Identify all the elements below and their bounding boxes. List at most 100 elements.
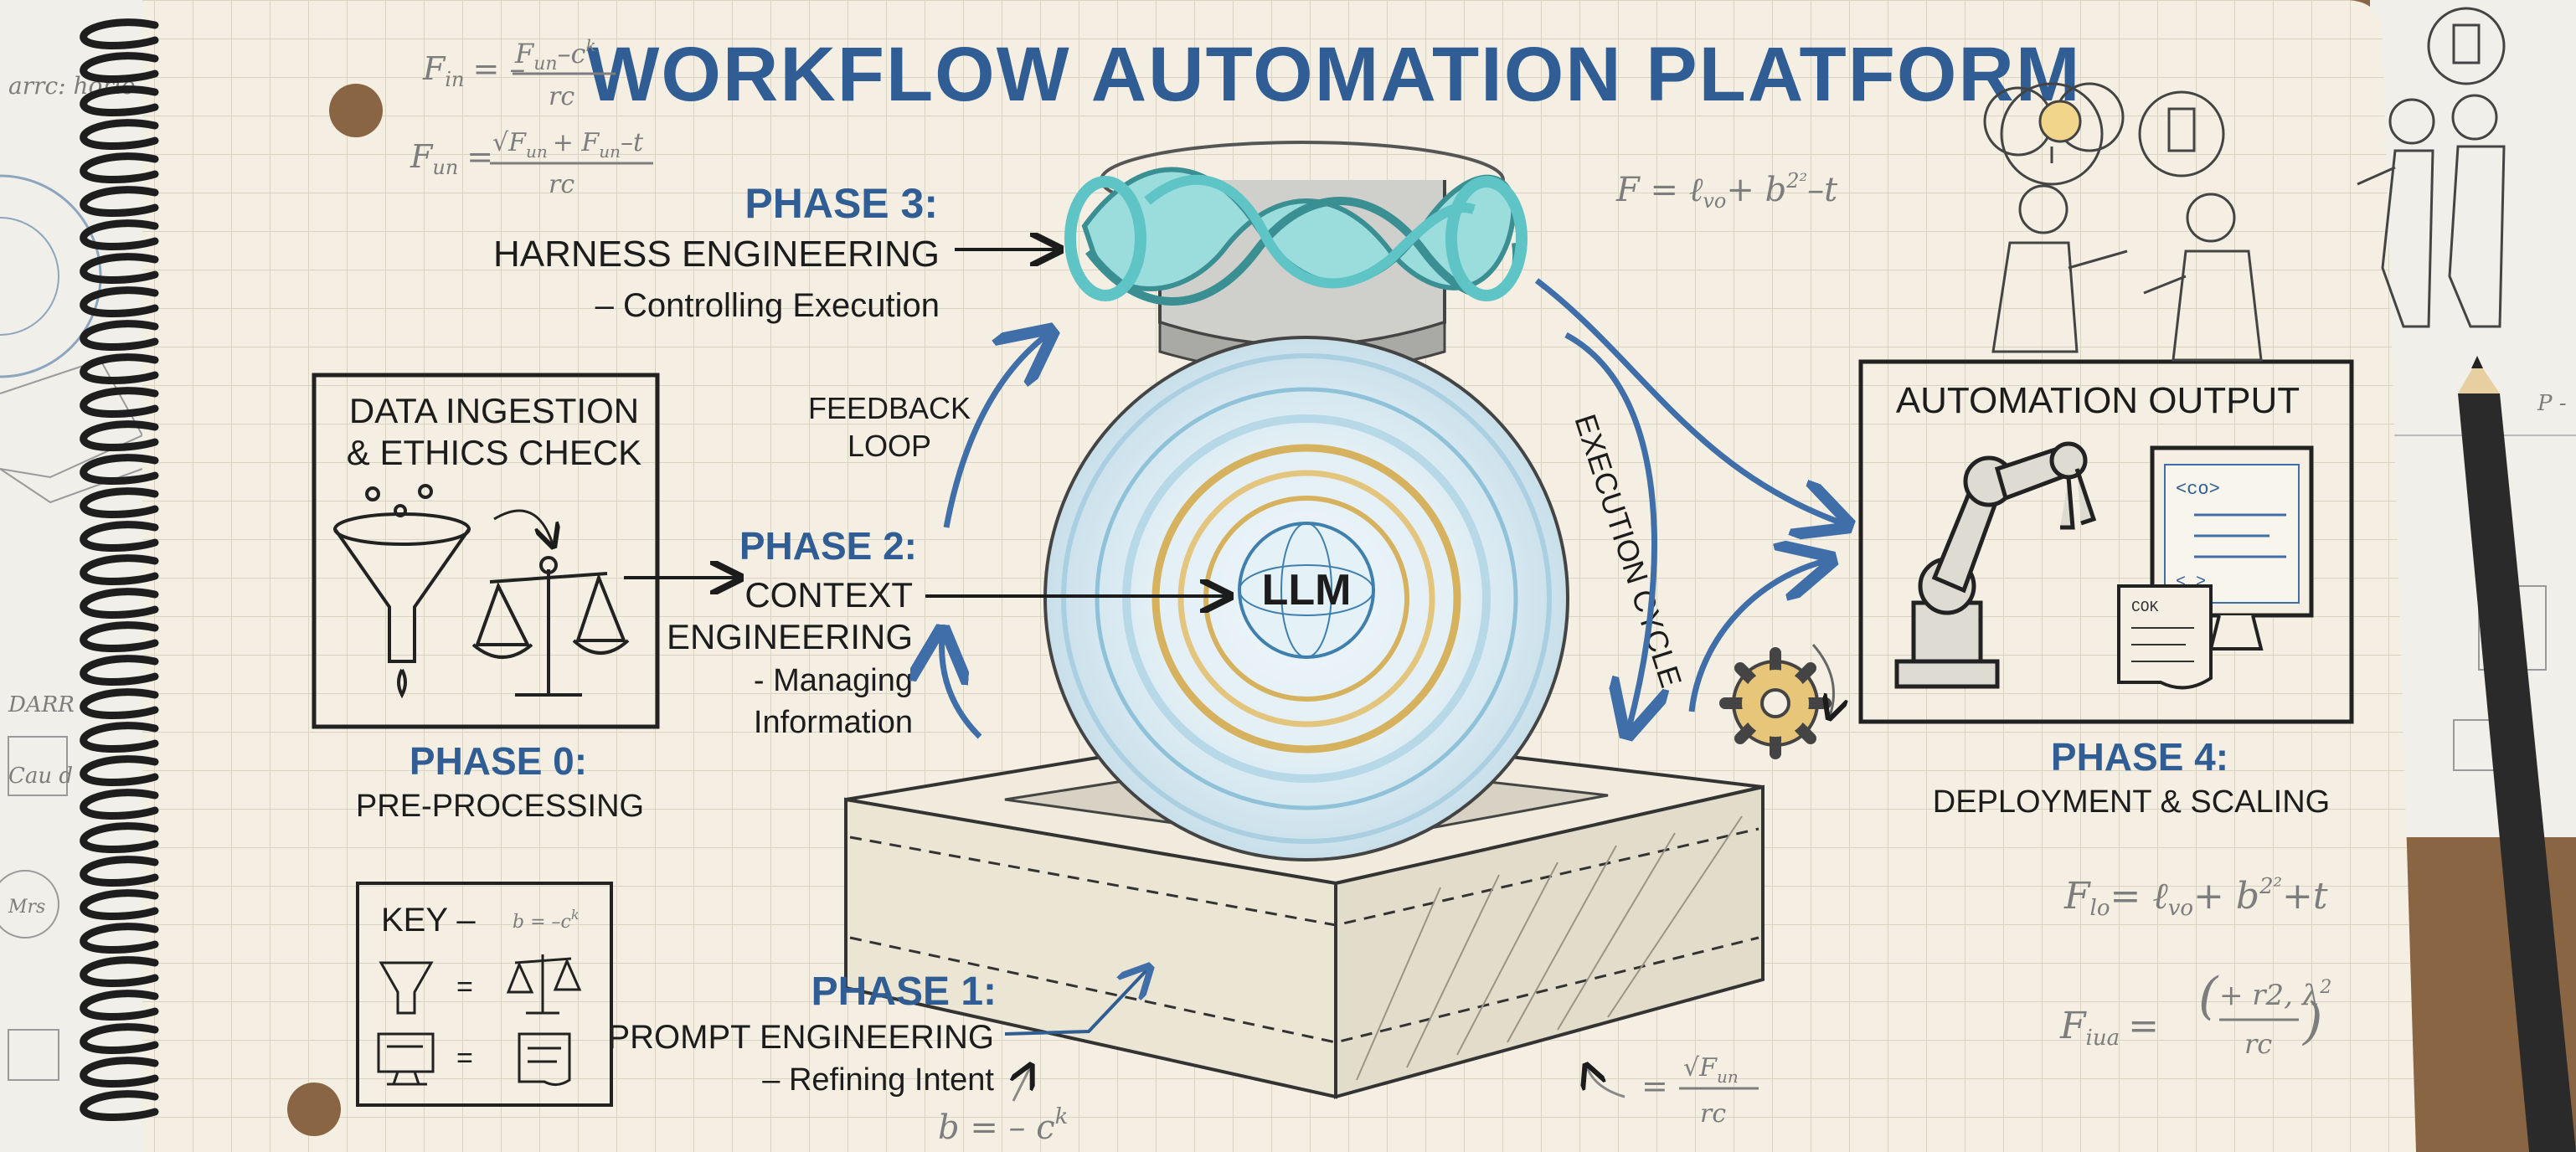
spiral-coil [80, 420, 159, 451]
phase1-line1: PROMPT ENGINEERING [607, 1019, 994, 1056]
svg-text:rc: rc [2244, 1028, 2272, 1060]
spiral-coil [80, 856, 159, 887]
phase2-line3: - Managing [754, 663, 913, 698]
feedback-line2: LOOP [848, 429, 931, 463]
svg-text:b = – ck: b = – ck [938, 1104, 1068, 1147]
punch-hole-bottom [287, 1083, 341, 1136]
spiral-coil [80, 152, 159, 183]
robot-arm-icon [1894, 441, 2097, 689]
spiral-coil [80, 186, 159, 217]
spiral-coil [80, 487, 159, 518]
spiral-coil [80, 554, 159, 585]
execution-arrow-down [1564, 332, 1654, 728]
phase0-label: PHASE 0: [410, 739, 587, 783]
feedback-arrow-loop [942, 636, 982, 739]
spiral-coil [80, 219, 159, 250]
svg-text:=: = [1641, 1067, 1668, 1104]
phase0-box-title-2: & ETHICS CHECK [347, 433, 641, 472]
key-eq-1: = [456, 971, 473, 1003]
spiral-coil [80, 722, 159, 753]
formula-top-left: Fin= – Fun–ck rc [422, 35, 616, 111]
spiral-coil [80, 789, 159, 820]
phase0-box-title-1: DATA INGESTION [349, 391, 639, 430]
spiral-binding [80, 18, 159, 1121]
formula-bottom-right-1: Flo= ℓvo+ b2²+t [2063, 874, 2328, 921]
spiral-coil [80, 688, 159, 719]
svg-text:+ r2, λ2: + r2, λ2 [2219, 977, 2331, 1012]
svg-text:√Fun+ Fun–t: √Fun+ Fun–t [492, 128, 644, 162]
phase4-label: PHASE 4: [2051, 735, 2228, 779]
scrap-text-3: Cau d [8, 764, 73, 789]
svg-text:): ) [2301, 992, 2322, 1051]
spiral-coil [80, 990, 159, 1021]
key-funnel-icon [379, 961, 434, 1015]
svg-text:Flo= ℓvo+ b2²+t: Flo= ℓvo+ b2²+t [2063, 874, 2328, 921]
spiral-coil [80, 1023, 159, 1054]
phase1-line2: – Refining Intent [762, 1062, 994, 1098]
monitor-icon: <co> < > [2150, 445, 2314, 651]
scrap-text-4: Mrs [8, 897, 45, 918]
key-monitor-icon [377, 1032, 435, 1086]
spiral-coil [80, 1057, 159, 1088]
formula-top-center: F = ℓvo+ b2²–t [1615, 169, 1838, 213]
spiral-coil [80, 353, 159, 384]
feedback-line1: FEEDBACK [808, 391, 971, 425]
page-title: WORKFLOW AUTOMATION PLATFORM [587, 32, 2082, 117]
spiral-coil [80, 1090, 159, 1121]
formula-bottom-left: b = – ck [938, 1067, 1068, 1147]
spiral-coil [80, 521, 159, 552]
spiral-coil [80, 253, 159, 284]
phase2-line1: CONTEXT [744, 575, 913, 615]
phase1-label: PHASE 1: [811, 969, 997, 1014]
svg-text:Fin= –: Fin= – [422, 50, 525, 91]
pencil [2458, 356, 2576, 1152]
spiral-coil [80, 52, 159, 83]
spiral-coil [80, 119, 159, 150]
execution-arrow-out [1534, 278, 1842, 523]
phase2-line2: ENGINEERING [667, 617, 913, 656]
scrap-text-2: DARR [8, 692, 75, 717]
phase2-label: PHASE 2: [739, 524, 917, 568]
cok-text: COK [2131, 599, 2159, 616]
svg-text:√Fun: √Fun [1683, 1053, 1739, 1087]
phase1-arrow [1004, 969, 1147, 1036]
spiral-coil [80, 956, 159, 987]
svg-text:(: ( [2198, 967, 2219, 1026]
spiral-coil [80, 286, 159, 317]
spiral-coil [80, 822, 159, 853]
spiral-coil [80, 85, 159, 116]
key-box: KEY – b = –ck = = [356, 882, 613, 1107]
phase0-text: PRE-PROCESSING [356, 789, 644, 824]
key-eq-2: = [456, 1042, 473, 1074]
svg-text:F = ℓvo+ b2²–t: F = ℓvo+ b2²–t [1615, 169, 1838, 213]
spiral-coil [80, 655, 159, 686]
right-scrap-text: P - [2537, 391, 2567, 416]
punch-hole-top [329, 84, 383, 137]
feedback-arrow-up [943, 335, 1047, 528]
spiral-coil [80, 621, 159, 652]
spiral-coil [80, 755, 159, 786]
automation-output-title: AUTOMATION OUTPUT [1896, 380, 2300, 421]
key-scroll-icon [518, 1032, 571, 1086]
funnel-icon [333, 484, 471, 699]
svg-text:Fun–ck: Fun–ck [514, 35, 596, 75]
phase4-text: DEPLOYMENT & SCALING [1933, 784, 2330, 820]
key-scales-icon [506, 954, 582, 1015]
svg-text:rc: rc [1700, 1099, 1726, 1129]
spiral-coil [80, 923, 159, 954]
svg-text:rc: rc [549, 170, 574, 199]
svg-text:Fiua=: Fiua= [2059, 1005, 2159, 1051]
people-sketch [1983, 7, 2506, 362]
phase3-label: PHASE 3: [744, 180, 938, 227]
svg-text:rc: rc [549, 82, 574, 111]
spiral-coil [80, 588, 159, 619]
key-title: KEY – [381, 902, 476, 939]
formula-top-left-2: Fun= √Fun+ Fun–t rc [410, 128, 653, 199]
scales-icon [471, 556, 630, 697]
spiral-coil [80, 18, 159, 49]
spiral-coil [80, 889, 159, 920]
phase3-title: HARNESS ENGINEERING [493, 234, 940, 275]
spiral-coil [80, 320, 159, 351]
gear-icon [1719, 644, 1834, 759]
formula-bottom-right-2: Fiua= ( + r2, λ2 rc ) [2059, 967, 2331, 1060]
